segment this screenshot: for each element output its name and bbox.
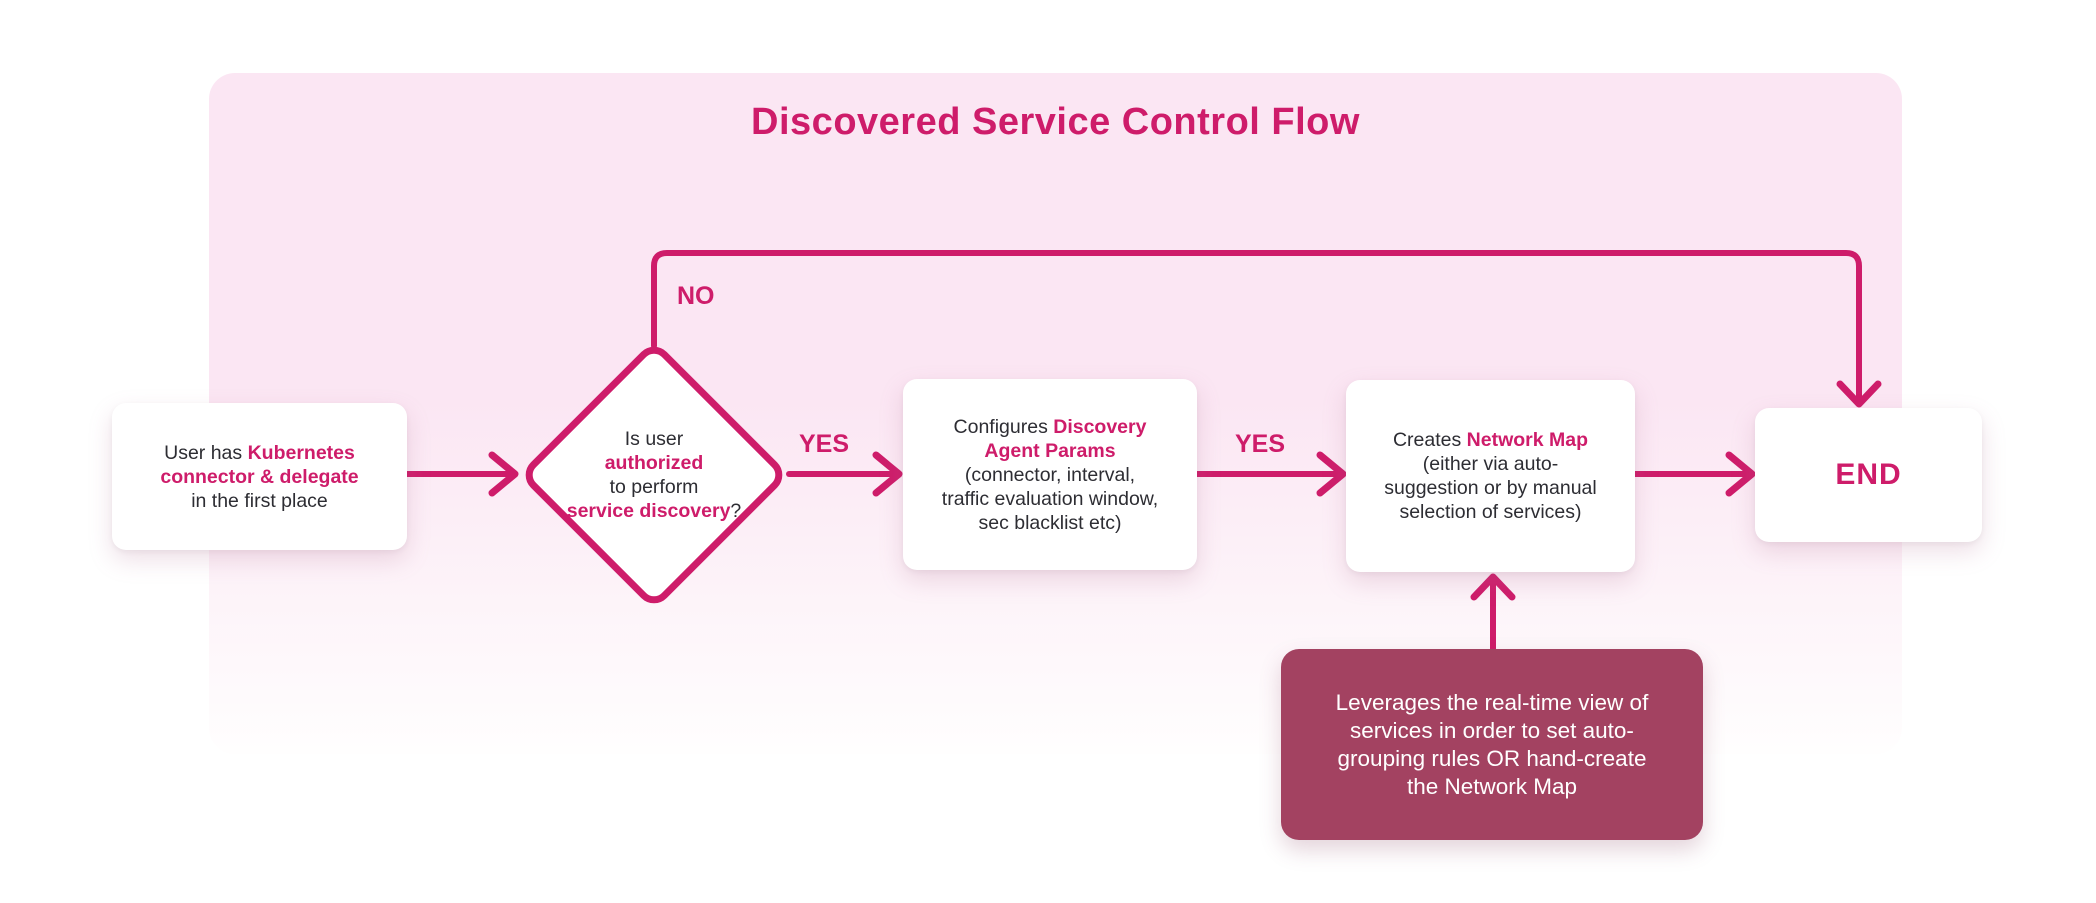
node-end-text: END xyxy=(1835,458,1902,491)
edge-callout-to-create xyxy=(1470,573,1516,654)
edge-line xyxy=(651,250,1862,401)
node-create-network-map: Creates Network Map (either via auto- su… xyxy=(1346,380,1635,572)
node-configure-text: Configures Discovery Agent Params (conne… xyxy=(941,415,1159,534)
edge-label-yes-2: YES xyxy=(1235,430,1286,458)
edge-start-to-decision xyxy=(403,451,519,497)
edge-label-yes-1: YES xyxy=(799,430,850,458)
arrowhead-right-icon xyxy=(1316,451,1347,497)
node-create-text: Creates Network Map (either via auto- su… xyxy=(1384,429,1597,523)
arrowhead-right-icon xyxy=(1725,451,1756,497)
edge-label-no: NO xyxy=(677,282,715,310)
edge-create-to-end xyxy=(1631,451,1756,497)
edge-configure-yes-to-create xyxy=(1193,451,1347,497)
edge-decision-no-to-end xyxy=(651,250,1882,408)
arrowhead-right-icon xyxy=(872,451,903,497)
callout-note-text: Leverages the real-time view of services… xyxy=(1335,689,1649,799)
node-start-kubernetes-connector: User has Kubernetes connector & delegate… xyxy=(112,403,407,550)
arrowhead-down-icon xyxy=(1836,380,1882,408)
arrowhead-up-icon xyxy=(1470,573,1516,601)
arrowhead-right-icon xyxy=(488,451,519,497)
node-configure-discovery-agent: Configures Discovery Agent Params (conne… xyxy=(903,379,1197,570)
node-decision-text: Is user authorized to perform service di… xyxy=(566,428,742,522)
callout-note-leverages: Leverages the real-time view of services… xyxy=(1281,649,1703,840)
diagram-title: Discovered Service Control Flow xyxy=(751,101,1360,143)
edge-decision-yes-to-configure xyxy=(786,451,903,497)
node-start-text: User has Kubernetes connector & delegate… xyxy=(160,441,359,512)
node-end: END xyxy=(1755,408,1982,542)
